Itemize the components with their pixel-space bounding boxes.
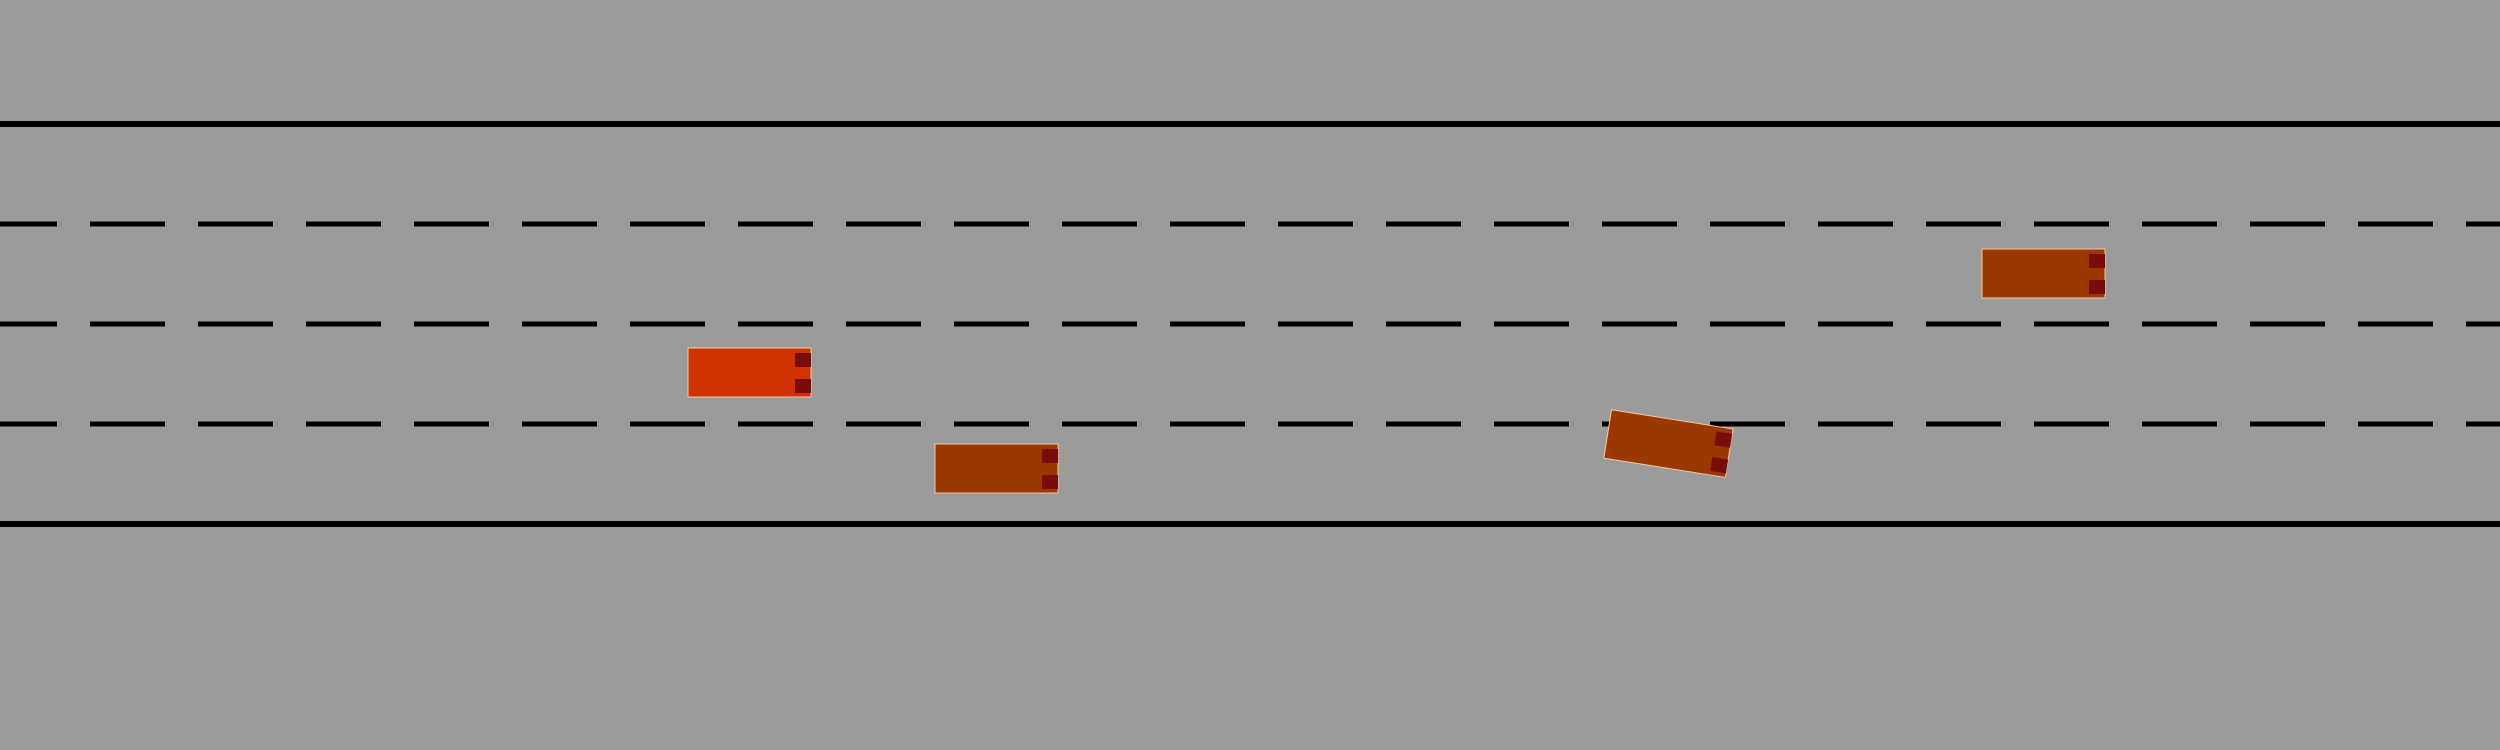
- other-vehicle: [1981, 248, 2106, 299]
- vehicle-light: [1042, 449, 1058, 463]
- vehicle-body: [1603, 409, 1734, 478]
- vehicle-light: [2089, 280, 2105, 294]
- vehicle-light: [795, 379, 811, 393]
- vehicle-light: [2089, 254, 2105, 268]
- vehicle-body: [687, 347, 812, 398]
- vehicle-light: [795, 353, 811, 367]
- vehicle-body: [1981, 248, 2106, 299]
- other-vehicle: [1603, 409, 1734, 478]
- vehicle-light: [1042, 475, 1058, 489]
- vehicle-light: [1710, 457, 1729, 474]
- vehicle-body: [934, 443, 1059, 494]
- other-vehicle: [934, 443, 1059, 494]
- vehicle-light: [1714, 431, 1733, 448]
- ego-vehicle: [687, 347, 812, 398]
